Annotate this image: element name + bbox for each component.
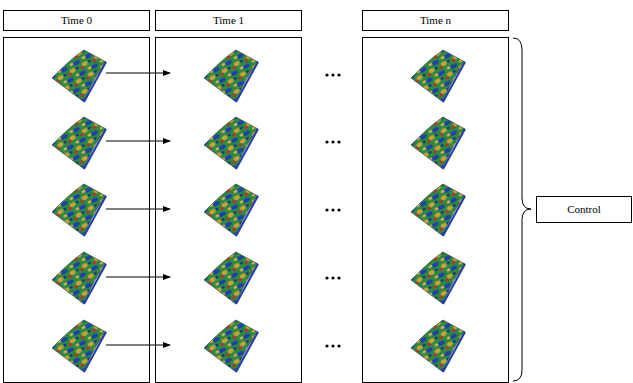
column-frames: [4, 38, 509, 383]
time-label: Time n: [420, 15, 451, 26]
time-step-arrows: [106, 73, 170, 345]
time-header-box: Time 1: [155, 10, 302, 31]
time-header-box: Time 0: [3, 10, 150, 31]
time-label: Time 1: [213, 15, 244, 26]
time-label: Time 0: [61, 15, 92, 26]
time-header-box: Time n: [362, 10, 509, 31]
curly-brace: [513, 38, 531, 381]
ellipsis-dots: [325, 73, 340, 347]
control-label: Control: [567, 204, 601, 215]
control-box: Control: [536, 196, 632, 223]
surface-images: [52, 50, 465, 372]
